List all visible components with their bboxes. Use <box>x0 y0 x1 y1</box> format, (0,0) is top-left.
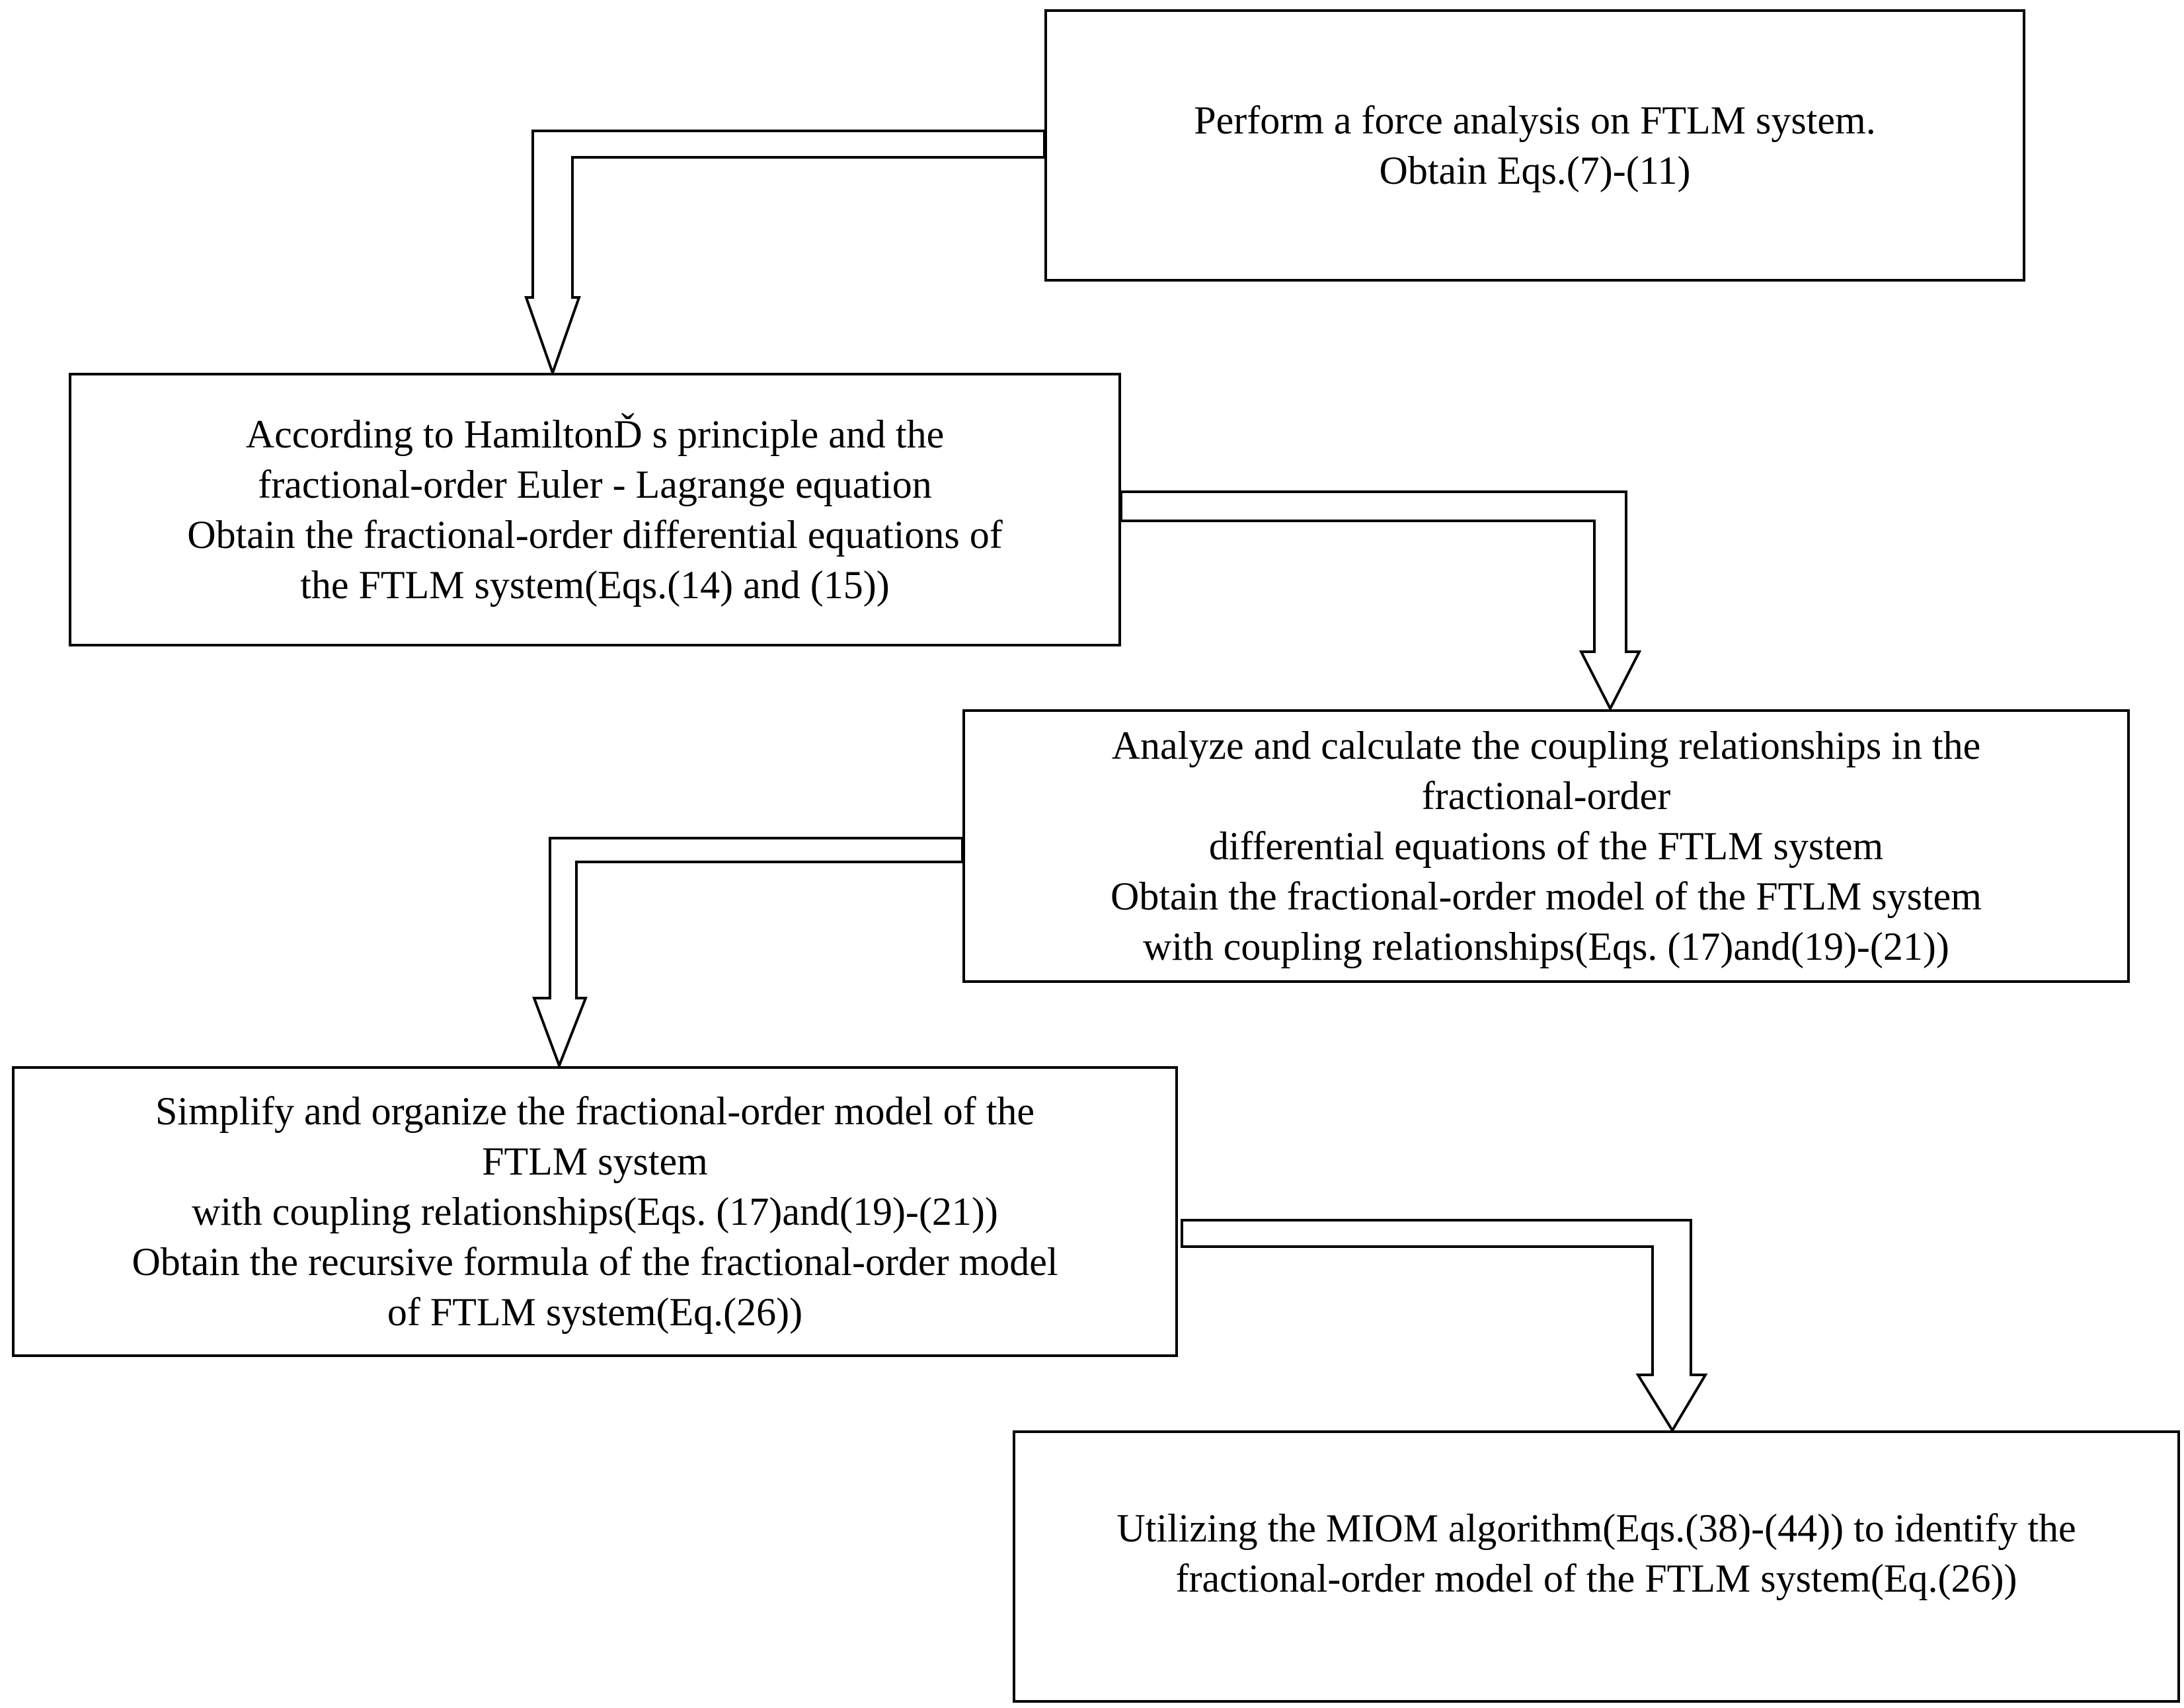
flow-step-line: Obtain Eqs.(7)-(11) <box>1379 149 1691 192</box>
flow-step-line: Obtain the fractional-order differential… <box>187 513 1003 557</box>
flow-step-line: the FTLM system(Eqs.(14) and (15)) <box>300 563 890 607</box>
flow-step-line: differential equations of the FTLM syste… <box>1208 824 1884 868</box>
flow-step-line: Perform a force analysis on FTLM system. <box>1194 98 1876 142</box>
flow-step-line: fractional-order Euler ‑ Lagrange equati… <box>258 463 932 506</box>
arrow-step2-to-step3 <box>1120 490 1642 712</box>
flow-step-text: Utilizing the MIOM algorithm(Eqs.(38)-(4… <box>1116 1503 2076 1604</box>
flow-step-recursive-formula: Simplify and organize the fractional-ord… <box>12 1066 1178 1357</box>
flow-step-line: Utilizing the MIOM algorithm(Eqs.(38)-(4… <box>1116 1506 2076 1550</box>
flow-step-line: of FTLM system(Eq.(26)) <box>387 1290 803 1334</box>
arrow-step1-to-step2 <box>524 130 1046 377</box>
flow-step-line: with coupling relationships(Eqs. (17)and… <box>192 1190 998 1233</box>
flow-step-line: fractional-order <box>1421 774 1671 818</box>
flow-step-line: fractional-order model of the FTLM syste… <box>1175 1557 2017 1600</box>
flow-step-coupling-analysis: Analyze and calculate the coupling relat… <box>962 709 2130 983</box>
flow-step-line: According to HamiltonĎ s principle and t… <box>245 412 945 456</box>
flow-step-line: Analyze and calculate the coupling relat… <box>1111 724 1981 767</box>
flow-step-text: According to HamiltonĎ s principle and t… <box>187 409 1002 610</box>
flow-step-line: Simplify and organize the fractional-ord… <box>155 1089 1035 1133</box>
flow-step-force-analysis: Perform a force analysis on FTLM system.… <box>1044 9 2025 282</box>
arrow-step3-to-step4 <box>532 837 964 1069</box>
flow-step-miom-identification: Utilizing the MIOM algorithm(Eqs.(38)-(4… <box>1013 1430 2180 1703</box>
arrow-step4-to-step5 <box>1181 1219 1708 1433</box>
flow-step-text: Perform a force analysis on FTLM system.… <box>1194 95 1875 196</box>
flow-step-text: Analyze and calculate the coupling relat… <box>1111 720 1982 972</box>
flow-step-text: Simplify and organize the fractional-ord… <box>132 1086 1058 1337</box>
flow-step-line: Obtain the recursive formula of the frac… <box>132 1240 1058 1284</box>
flow-step-line: with coupling relationships(Eqs. (17)and… <box>1143 925 1949 968</box>
flow-step-line: FTLM system <box>482 1140 708 1183</box>
flow-step-line: Obtain the fractional-order model of the… <box>1111 874 1982 918</box>
flow-step-differential-equations: According to HamiltonĎ s principle and t… <box>69 373 1121 646</box>
